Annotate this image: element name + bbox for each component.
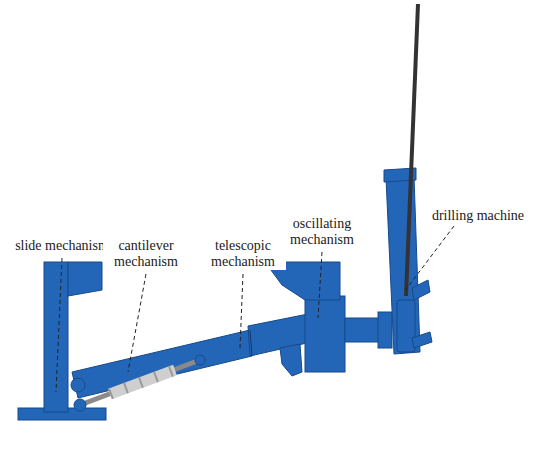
slide-post: [44, 262, 68, 412]
part-label: drilling machine: [430, 208, 526, 224]
part-label: slide mechanism: [13, 238, 111, 254]
part-label: cantilever mechanism: [103, 238, 189, 270]
drill-clamp: [412, 332, 432, 348]
pivot: [71, 378, 85, 392]
drill-rod: [406, 4, 418, 296]
cantilever-arm: [72, 330, 252, 398]
hydraulic-cylinder: [74, 355, 205, 411]
drill-motor: [397, 300, 415, 352]
drill-mast: [386, 176, 420, 354]
swing-joint: [378, 312, 392, 348]
leader-line: [56, 226, 454, 392]
drill-clamp: [412, 280, 430, 300]
arm-bracket: [280, 344, 302, 376]
swing-tube: [345, 318, 383, 342]
oscillating-body: [305, 296, 345, 372]
slide-block: [68, 262, 102, 296]
part-label: telescopic mechanism: [200, 238, 286, 270]
part-label: oscillating mechanism: [278, 216, 366, 248]
